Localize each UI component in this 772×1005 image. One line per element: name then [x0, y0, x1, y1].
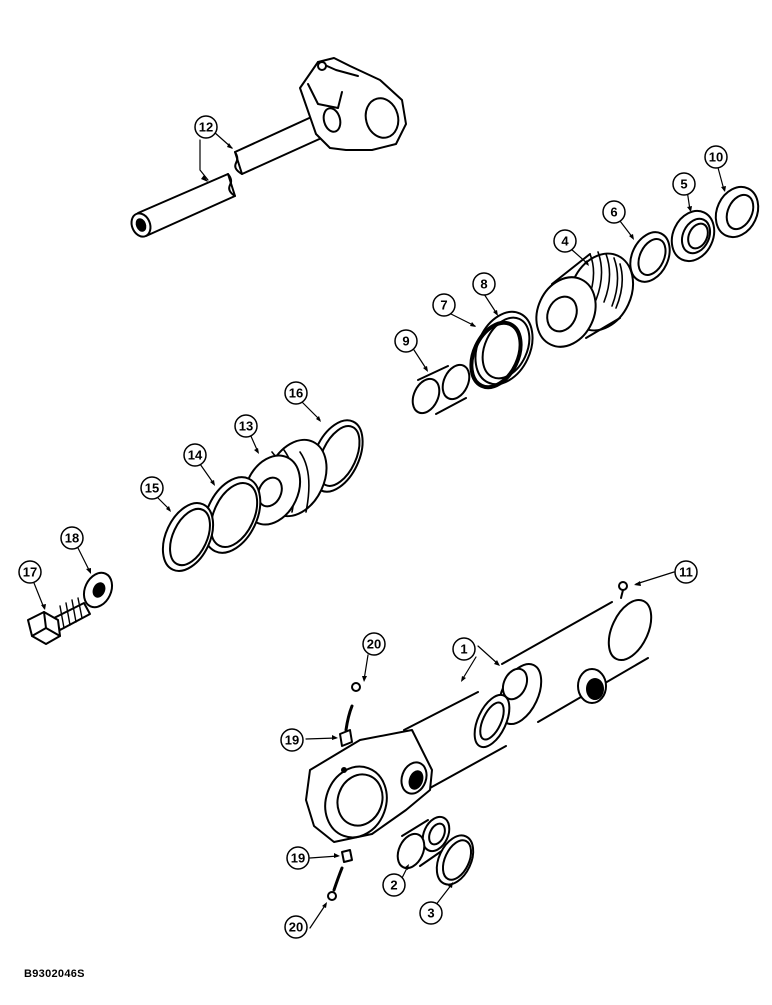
washer-part-18	[82, 571, 114, 609]
snap-ring-part-3	[435, 834, 475, 886]
callout-circle	[704, 145, 728, 169]
bushing-part-9	[411, 363, 471, 415]
figure-code: B9302046S	[24, 968, 85, 980]
callout-circle	[286, 846, 310, 870]
callout-number: 5	[680, 177, 687, 192]
callout-circle	[394, 329, 418, 353]
callout-circle	[419, 901, 443, 925]
ring-part-6	[629, 231, 671, 283]
callout-circle	[280, 728, 304, 752]
callout-c20b: 20	[284, 915, 308, 939]
callout-c13: 13	[234, 414, 258, 438]
callout-c6: 6	[602, 200, 626, 224]
grease-fitting-upper	[339, 682, 361, 747]
callout-circle	[674, 560, 698, 584]
callout-c19a: 19	[280, 728, 304, 752]
callout-circle	[553, 229, 577, 253]
callout-c14: 14	[183, 443, 207, 467]
callout-circle	[194, 115, 218, 139]
callout-number: 13	[239, 419, 253, 434]
callout-c16: 16	[284, 381, 308, 405]
callout-number: 14	[188, 448, 203, 463]
callout-circle	[602, 200, 626, 224]
seal-part-10	[714, 185, 760, 239]
callout-c20a: 20	[362, 632, 386, 656]
callout-c17: 17	[18, 560, 42, 584]
ring-part-15	[161, 502, 215, 572]
callout-c12: 12	[194, 115, 218, 139]
callout-c2: 2	[382, 873, 406, 897]
bushing-part-2	[396, 815, 451, 870]
seal-part-5	[670, 209, 716, 263]
ring-part-14	[202, 476, 262, 554]
callout-number: 20	[367, 637, 381, 652]
callout-number: 8	[480, 277, 487, 292]
callout-number: 2	[390, 878, 397, 893]
callout-c10: 10	[704, 145, 728, 169]
callout-circle	[183, 443, 207, 467]
fitting-part-11	[618, 581, 628, 599]
callout-circle	[18, 560, 42, 584]
callout-circle	[362, 632, 386, 656]
callout-number: 7	[440, 298, 447, 313]
callout-c4: 4	[553, 229, 577, 253]
callout-c9: 9	[394, 329, 418, 353]
callout-c3: 3	[419, 901, 443, 925]
callout-c7: 7	[432, 293, 456, 317]
callout-number: 10	[709, 150, 723, 165]
callout-number: 12	[199, 120, 213, 135]
callout-number: 19	[291, 851, 305, 866]
callout-circle	[140, 476, 164, 500]
callout-number: 18	[65, 531, 79, 546]
callout-c5: 5	[672, 172, 696, 196]
piston-rod-part-12	[130, 57, 407, 238]
callout-number: 4	[561, 234, 569, 249]
callout-number: 9	[402, 334, 409, 349]
callout-number: 6	[610, 205, 617, 220]
barrel-part-1	[305, 599, 653, 843]
callout-c1: 1	[452, 637, 476, 661]
callout-c19b: 19	[286, 846, 310, 870]
o-ring-part-7	[469, 320, 523, 390]
callout-number: 16	[289, 386, 303, 401]
callout-c11: 11	[674, 560, 698, 584]
callout-c15: 15	[140, 476, 164, 500]
callout-circle	[472, 272, 496, 296]
grease-fitting-lower	[327, 849, 353, 901]
callout-c8: 8	[472, 272, 496, 296]
callout-circle	[284, 915, 308, 939]
leader-arrowheads	[41, 143, 726, 908]
callout-number: 17	[23, 565, 37, 580]
callout-circle	[284, 381, 308, 405]
callout-circle	[452, 637, 476, 661]
callout-circle	[382, 873, 406, 897]
callout-number: 3	[427, 906, 434, 921]
callout-number: 19	[285, 733, 299, 748]
callout-circle	[432, 293, 456, 317]
gland-part-4	[535, 251, 635, 348]
callout-circle	[60, 526, 84, 550]
callout-number: 20	[289, 920, 303, 935]
callout-circle	[672, 172, 696, 196]
callout-number: 1	[460, 642, 467, 657]
callout-number: 11	[679, 565, 693, 580]
callout-number: 15	[145, 481, 159, 496]
callout-c18: 18	[60, 526, 84, 550]
callout-circle	[234, 414, 258, 438]
bolt-part-17	[27, 597, 91, 645]
